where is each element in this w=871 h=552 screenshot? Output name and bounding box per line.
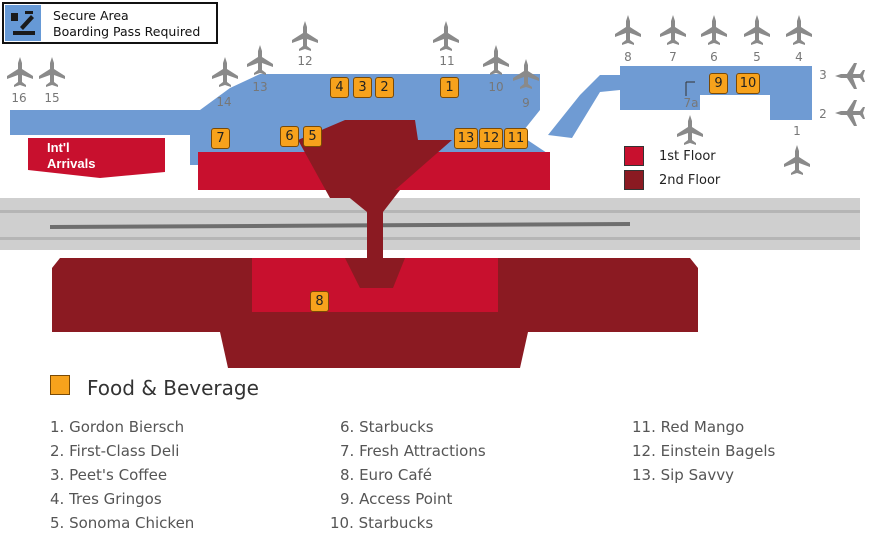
food-marker-9[interactable]: 9 <box>709 73 728 94</box>
food-list-item: 7. Fresh Attractions <box>340 442 486 460</box>
gate-6: 6 <box>710 50 718 64</box>
gate-11: 11 <box>439 54 455 68</box>
food-list-item: 13. Sip Savvy <box>632 466 734 484</box>
food-list-item: 5. Sonoma Chicken <box>50 514 195 532</box>
gate-5: 5 <box>753 50 761 64</box>
intl-arrivals: Int'l Arrivals <box>28 138 165 178</box>
gate-7a-bracket <box>685 81 695 96</box>
gate-13: 13 <box>252 80 268 94</box>
roadway <box>0 198 860 250</box>
first-floor-swatch <box>624 146 644 166</box>
gate-4: 4 <box>795 50 803 64</box>
food-marker-12[interactable]: 12 <box>479 128 503 149</box>
gate-15: 15 <box>44 91 60 105</box>
food-list-item: 11. Red Mango <box>632 418 745 436</box>
gate-7: 7 <box>669 50 677 64</box>
gate-8: 8 <box>624 50 632 64</box>
secure-area-title: Secure Area <box>53 8 129 23</box>
second-floor-label: 2nd Floor <box>659 173 721 188</box>
food-beverage-label: Food & Beverage <box>87 376 259 400</box>
intl-arrivals-line1: Int'l <box>47 140 70 155</box>
gate-9: 9 <box>522 96 530 110</box>
gate-12: 12 <box>297 54 313 68</box>
gate-2: 2 <box>819 107 827 121</box>
food-marker-8[interactable]: 8 <box>310 291 329 312</box>
food-marker-3[interactable]: 3 <box>353 77 372 98</box>
food-list-item: 3. Peet's Coffee <box>50 466 168 484</box>
food-marker-10[interactable]: 10 <box>736 73 760 94</box>
food-marker-7[interactable]: 7 <box>211 128 230 149</box>
food-marker-13[interactable]: 13 <box>454 128 478 149</box>
food-marker-1[interactable]: 1 <box>440 77 459 98</box>
gate-16: 16 <box>11 91 27 105</box>
food-marker-2[interactable]: 2 <box>375 77 394 98</box>
gate-10: 10 <box>488 80 504 94</box>
food-list-item: 9. Access Point <box>340 490 453 508</box>
lower-terminal <box>52 258 698 368</box>
food-list-item: 2. First-Class Deli <box>50 442 180 460</box>
food-list-item: 4. Tres Gringos <box>50 490 162 508</box>
food-list-item: 12. Einstein Bagels <box>632 442 776 460</box>
food-list-item: 6. Starbucks <box>340 418 434 436</box>
food-marker-11[interactable]: 11 <box>504 128 528 149</box>
food-list-item: 8. Euro Café <box>340 466 433 484</box>
food-list-item: 10. Starbucks <box>330 514 434 532</box>
food-marker-5[interactable]: 5 <box>303 126 322 147</box>
food-beverage-swatch <box>50 375 70 395</box>
food-marker-4[interactable]: 4 <box>330 77 349 98</box>
food-list-item: 1. Gordon Biersch <box>50 418 185 436</box>
secure-area-legend: Secure Area Boarding Pass Required <box>2 2 218 44</box>
gate-3: 3 <box>819 68 827 82</box>
gate-7a: 7a <box>683 96 699 110</box>
intl-arrivals-line2: Arrivals <box>47 156 95 171</box>
secure-area-icon <box>5 5 41 41</box>
second-floor-swatch <box>624 170 644 190</box>
gate-1: 1 <box>793 124 801 138</box>
gate-14: 14 <box>216 95 232 109</box>
first-floor-label: 1st Floor <box>659 149 716 164</box>
secure-area-subtitle: Boarding Pass Required <box>53 24 201 39</box>
food-marker-6[interactable]: 6 <box>280 126 299 147</box>
